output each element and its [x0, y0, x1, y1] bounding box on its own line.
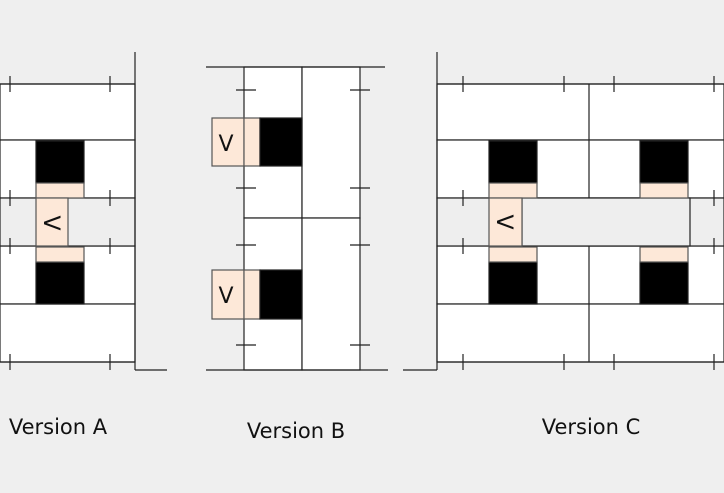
a-valve-cap-bottom: [35, 246, 85, 263]
c-valve-label: V: [491, 214, 516, 229]
caption-version-c: Version C: [542, 415, 641, 439]
version-a-diagram: [0, 52, 167, 371]
c-cell-top: [436, 83, 724, 141]
c-valve-cap-right-top: [639, 182, 689, 199]
a-cell-bottom: [0, 303, 136, 363]
version-b-diagram: [206, 66, 388, 371]
b-valve-body-bottom: [211, 269, 245, 320]
a-valve-body: [35, 197, 69, 247]
c-cell-bottom: [436, 303, 724, 363]
c-valve-cap-right-bottom: [639, 246, 689, 263]
caption-version-b: Version B: [247, 419, 345, 443]
b-cell-upper-right: [301, 66, 361, 219]
b-black-block-top: [259, 117, 303, 167]
a-valve-label: V: [38, 215, 63, 230]
b-valve-label-bottom: V: [218, 284, 233, 309]
b-valve-cap-bottom: [243, 269, 261, 320]
c-valve-cap-left-bottom: [488, 246, 538, 263]
c-black-block-right-bottom: [639, 261, 689, 305]
b-valve-label-top: V: [218, 132, 233, 157]
b-valve-cap-top: [243, 117, 261, 167]
c-valve-cap-left-top: [488, 182, 538, 199]
c-valve-body: [488, 197, 523, 247]
a-cell-top: [0, 83, 136, 141]
a-valve-cap-top: [35, 182, 85, 199]
c-black-block-right-top: [639, 140, 689, 184]
b-cell-lower-right: [301, 217, 361, 371]
a-black-block-top: [35, 140, 85, 184]
version-c-diagram: [403, 52, 724, 371]
b-black-block-bottom: [259, 269, 303, 320]
b-valve-body-top: [211, 117, 245, 167]
c-black-block-left-bottom: [488, 261, 538, 305]
c-channel-loop: [521, 197, 691, 247]
caption-version-a: Version A: [9, 415, 108, 439]
a-black-block-bottom: [35, 261, 85, 305]
c-black-block-left-top: [488, 140, 538, 184]
